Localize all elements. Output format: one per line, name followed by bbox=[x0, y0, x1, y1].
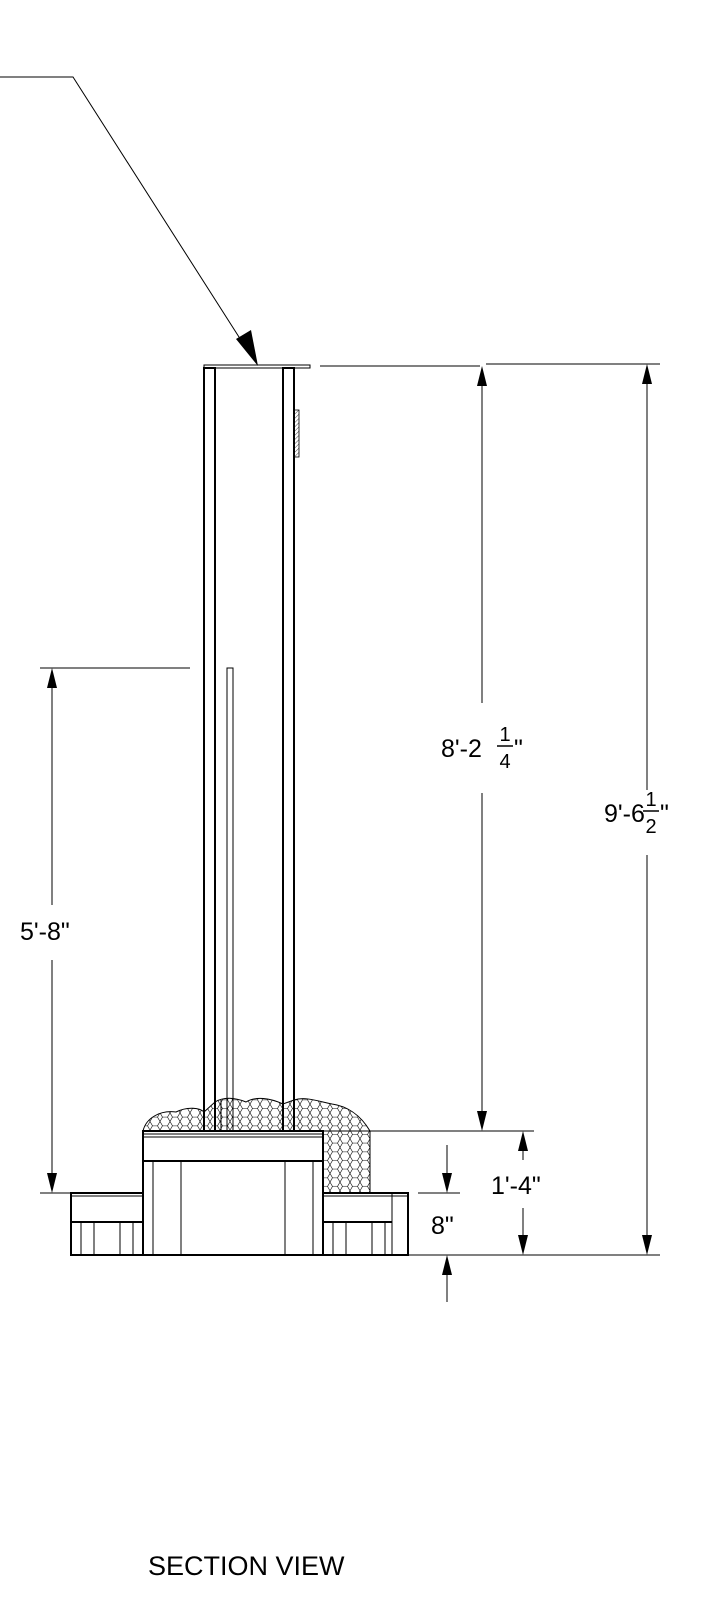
drawing-caption: SECTION VIEW bbox=[148, 1551, 345, 1581]
svg-text:2: 2 bbox=[645, 816, 656, 838]
top-cap bbox=[203, 363, 660, 369]
aggregate-fill bbox=[142, 1097, 371, 1132]
dimension-overall-height-label: 9'-6 1 2 " bbox=[604, 789, 669, 838]
svg-text:1: 1 bbox=[645, 789, 656, 811]
svg-text:4: 4 bbox=[499, 751, 510, 773]
footing bbox=[142, 1130, 324, 1256]
dimension-footing-depth-label: 1'-4" bbox=[491, 1172, 541, 1200]
dimension-overall-height bbox=[642, 364, 652, 1255]
svg-text:8'-2: 8'-2 bbox=[441, 735, 482, 763]
svg-text:": " bbox=[514, 735, 523, 763]
svg-text:1: 1 bbox=[499, 724, 510, 746]
leader-arrowhead bbox=[236, 330, 258, 366]
slab-left bbox=[70, 1192, 144, 1256]
leader-line bbox=[0, 76, 247, 349]
slab-right bbox=[322, 1192, 409, 1256]
dimension-footing-depth bbox=[518, 1131, 528, 1255]
dimension-wall-height bbox=[477, 366, 487, 1131]
dimension-slab-thickness-label: 8" bbox=[431, 1212, 454, 1240]
dimension-wall-height-label: 8'-2 1 4 " bbox=[441, 724, 523, 773]
extension-lines bbox=[40, 667, 660, 1256]
wall-section bbox=[203, 367, 295, 1132]
dimension-opening-height bbox=[47, 668, 57, 1193]
svg-text:9'-6: 9'-6 bbox=[604, 800, 645, 828]
aggregate-side-fill bbox=[322, 1130, 371, 1194]
dimension-opening-height-label: 5'-8" bbox=[20, 918, 70, 946]
svg-text:": " bbox=[660, 800, 669, 828]
dimension-slab-thickness bbox=[442, 1145, 452, 1302]
wall-plate-hatch bbox=[293, 409, 300, 458]
